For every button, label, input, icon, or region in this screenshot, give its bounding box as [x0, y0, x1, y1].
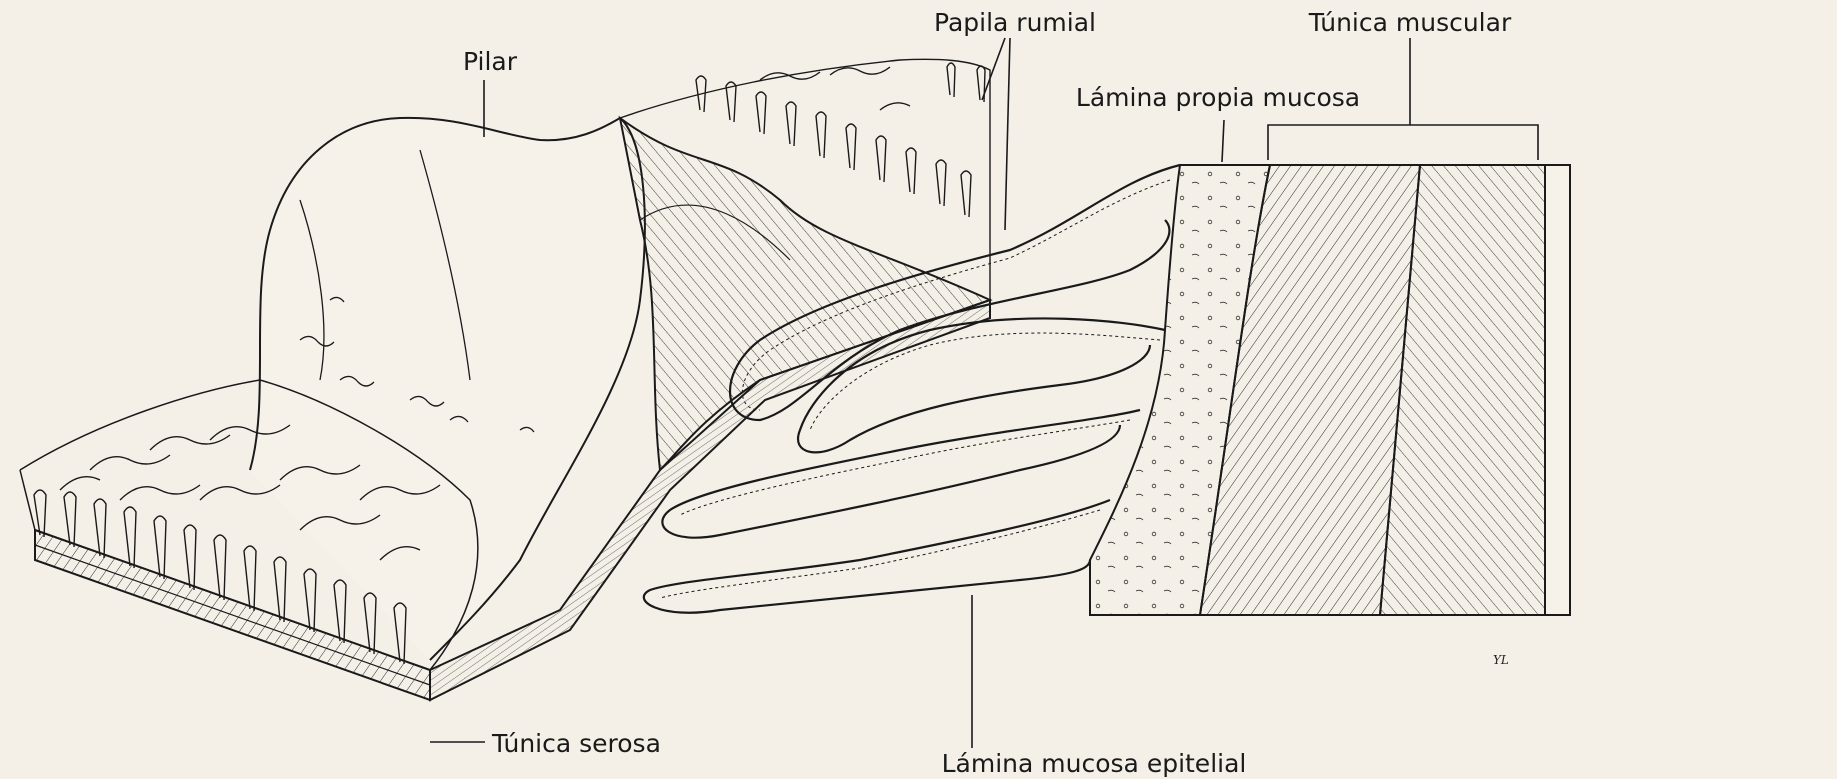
artist-signature: YL: [1493, 653, 1509, 667]
label-papila-rumial: Papila rumial: [934, 8, 1096, 37]
leader-papila-upper: [982, 38, 1005, 100]
label-pilar: Pilar: [463, 47, 518, 76]
label-tunica-muscular: Túnica muscular: [1308, 8, 1512, 37]
label-lamina-mucosa-epitelial: Lámina mucosa epitelial: [942, 749, 1247, 778]
label-tunica-serosa: Túnica serosa: [491, 729, 661, 758]
left-wall-section: [20, 59, 990, 700]
label-lamina-propia-mucosa: Lámina propia mucosa: [1076, 83, 1360, 112]
leader-lamina-propia: [1222, 120, 1224, 162]
serosa-edge: [1545, 165, 1570, 615]
leader-papila-lower: [1005, 38, 1010, 230]
